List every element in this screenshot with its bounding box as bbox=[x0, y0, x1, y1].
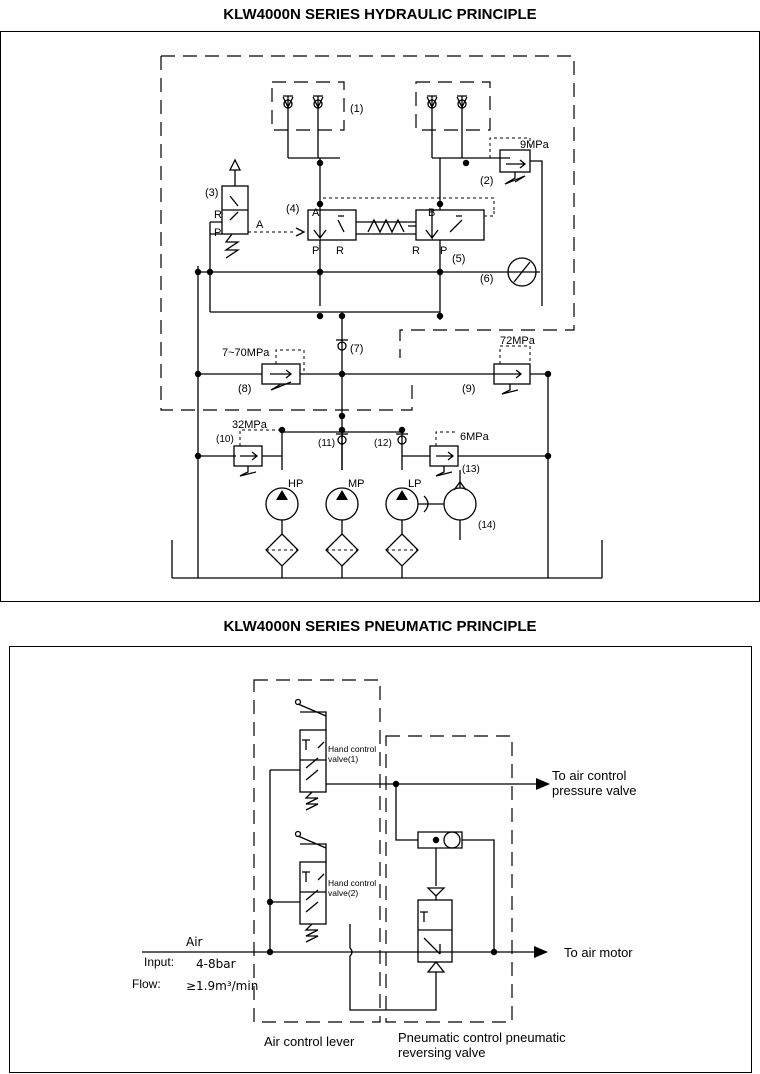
relief-valve-9mpa bbox=[489, 137, 543, 306]
input-value: 4-8bar bbox=[196, 957, 236, 971]
to-air-motor-label: To air motor bbox=[564, 945, 633, 960]
label-11: (11) bbox=[318, 438, 335, 449]
flow-value: ≥1.9m³/min bbox=[186, 979, 258, 993]
hydraulic-labels: (1) (2) (3) (4) (5) (6) (7) (8) (9) (10)… bbox=[205, 103, 550, 531]
to-air-control-label-a: To air control bbox=[552, 768, 627, 783]
label-14: (14) bbox=[478, 520, 496, 531]
reversing-valve-label-a: Pneumatic control pneumatic bbox=[398, 1030, 566, 1045]
hand-control-valve-1 bbox=[294, 698, 327, 811]
pressure-6mpa: 6MPa bbox=[460, 431, 490, 443]
port-r-3: R bbox=[214, 209, 222, 221]
port-a-4: A bbox=[312, 207, 320, 219]
port-p-3: P bbox=[214, 227, 221, 239]
label-7: (7) bbox=[350, 343, 363, 355]
to-air-control-label-b: pressure valve bbox=[552, 783, 637, 798]
label-13: (13) bbox=[462, 464, 480, 475]
directional-valve-block bbox=[307, 197, 495, 320]
pneumatic-diagram bbox=[142, 679, 550, 1023]
pilot-valve-3 bbox=[209, 158, 306, 312]
label-5: (5) bbox=[452, 253, 465, 265]
label-8: (8) bbox=[238, 383, 251, 395]
hydraulic-boundaries bbox=[160, 55, 575, 411]
input-label: Input: bbox=[144, 955, 174, 969]
pneumatic-frame bbox=[9, 646, 752, 1073]
label-4: (4) bbox=[286, 203, 299, 215]
pressure-9mpa: 9MPa bbox=[520, 139, 550, 151]
port-p-5: P bbox=[440, 245, 447, 257]
pneumatic-labels: Hand control valve(1) Hand control valve… bbox=[132, 744, 637, 1060]
relief-valves bbox=[233, 345, 531, 477]
hcv2-label-b: valve(2) bbox=[328, 888, 358, 898]
pump-lp-label: LP bbox=[408, 478, 421, 490]
pneumatic-title: KLW4000N SERIES PNEUMATIC PRINCIPLE bbox=[223, 618, 537, 635]
pressure-72mpa: 72MPa bbox=[500, 335, 536, 347]
hydraulic-piping bbox=[171, 266, 603, 579]
label-3: (3) bbox=[205, 187, 218, 199]
reversing-valve-label-b: reversing valve bbox=[398, 1045, 485, 1060]
label-1: (1) bbox=[350, 103, 363, 115]
label-12: (12) bbox=[374, 438, 392, 449]
pressure-32mpa: 32MPa bbox=[232, 419, 268, 431]
label-2: (2) bbox=[480, 175, 493, 187]
flow-label: Flow: bbox=[132, 977, 161, 991]
port-r-4: R bbox=[336, 245, 344, 257]
air-label: Air bbox=[186, 935, 203, 949]
hydraulic-title: KLW4000N SERIES HYDRAULIC PRINCIPLE bbox=[223, 6, 537, 23]
air-control-lever-label: Air control lever bbox=[264, 1034, 355, 1049]
hcv1-label-a: Hand control bbox=[328, 744, 376, 754]
hcv2-label-a: Hand control bbox=[328, 878, 376, 888]
pump-mp-label: MP bbox=[348, 478, 365, 490]
label-9: (9) bbox=[462, 383, 475, 395]
pressure-gauge-icon bbox=[507, 257, 537, 287]
pressure-7-70mpa: 7~70MPa bbox=[222, 347, 270, 359]
hydraulic-junctions bbox=[194, 159, 552, 460]
hcv1-label-b: valve(1) bbox=[328, 754, 358, 764]
label-10: (10) bbox=[216, 434, 234, 445]
pumps bbox=[265, 470, 477, 578]
port-a-3: A bbox=[256, 219, 264, 231]
pump-hp-label: HP bbox=[288, 478, 303, 490]
label-6: (6) bbox=[480, 273, 493, 285]
check-valves bbox=[336, 339, 408, 445]
port-r-5: R bbox=[412, 245, 420, 257]
hose-coupling-group-1 bbox=[282, 95, 510, 210]
port-p-4: P bbox=[312, 245, 319, 257]
port-b-5: B bbox=[428, 207, 435, 219]
hand-control-valve-2 bbox=[294, 830, 327, 943]
